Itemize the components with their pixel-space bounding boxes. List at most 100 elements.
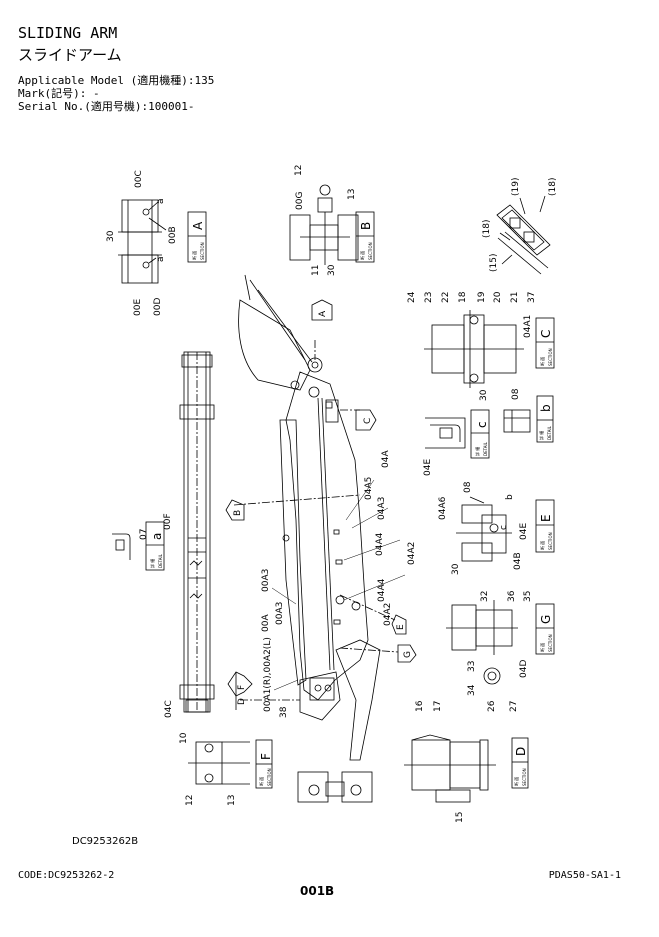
- section-tag-ja: 断 面: [191, 251, 197, 260]
- detail-b-view: [503, 395, 554, 443]
- detail-tag-ja: 詳 細: [538, 431, 544, 440]
- part-00A: 00A: [261, 614, 271, 632]
- arrow-letter-f: F: [237, 685, 247, 690]
- detail-letter-a: a: [150, 533, 164, 540]
- section-b-view: [289, 184, 375, 265]
- section-tag: SECTION: [368, 242, 373, 260]
- part-04A1: 04A1: [523, 315, 533, 338]
- arrow-letter-e: E: [396, 624, 406, 630]
- part-c: c: [499, 525, 509, 530]
- part-04E: 04E: [423, 459, 433, 476]
- part-37: 37: [527, 292, 537, 303]
- part-33: 33: [467, 661, 477, 672]
- part-a: a: [156, 256, 166, 262]
- part-04A3: 04A3: [377, 497, 387, 520]
- part-12: 12: [294, 165, 304, 176]
- part-34: 34: [467, 684, 477, 696]
- arrow-letter-b: B: [233, 510, 243, 516]
- part-18: (18): [548, 178, 558, 196]
- part-13: 13: [347, 189, 357, 200]
- section-tag-ja: 断 面: [513, 777, 519, 786]
- slide-pad-detail: [496, 195, 551, 275]
- section-a-view: [118, 199, 207, 284]
- detail-tag: DETAIL: [158, 553, 163, 568]
- section-tag: SECTION: [522, 768, 527, 786]
- part-04E: 04E: [519, 523, 529, 540]
- arm-side-view: [112, 351, 373, 803]
- section-tag: SECTION: [548, 348, 553, 366]
- part-16: 16: [415, 700, 425, 712]
- section-c-view: [424, 310, 555, 388]
- arrow-letter-c: C: [363, 418, 373, 424]
- view-letter-b: B: [359, 222, 373, 230]
- part-b: b: [505, 494, 515, 500]
- detail-letter-c: c: [475, 421, 489, 428]
- section-tag: SECTION: [267, 768, 272, 786]
- part-07: 07: [139, 529, 149, 540]
- part-04B: 04B: [513, 552, 523, 570]
- section-e-view: [456, 496, 555, 562]
- part-04A5: 04A5: [364, 477, 374, 500]
- section-tag-ja: 断 面: [539, 541, 545, 550]
- part-27: 27: [509, 701, 519, 712]
- detail-c-view: [425, 409, 490, 459]
- part-38: 38: [279, 706, 289, 718]
- part-00C: 00C: [134, 170, 144, 188]
- section-tag-ja: 断 面: [539, 643, 545, 652]
- view-arrows: [225, 299, 417, 710]
- part-11: 11: [311, 265, 321, 276]
- arrow-letter-g: G: [403, 651, 413, 658]
- reference-code: PDAS50-SA1-1: [548, 870, 621, 881]
- part-04A2: 04A2: [407, 542, 417, 565]
- part-00F: 00F: [163, 513, 173, 530]
- part-18: 18: [458, 291, 468, 303]
- part-04D: 04D: [519, 660, 529, 678]
- section-tag: SECTION: [200, 242, 205, 260]
- detail-tag: DETAIL: [547, 425, 552, 440]
- part-00G: 00G: [295, 192, 305, 210]
- view-letter-a: A: [191, 221, 205, 230]
- section-tag: SECTION: [548, 634, 553, 652]
- part-00A3: 00A3: [261, 569, 271, 592]
- part-30: 30: [479, 389, 489, 401]
- part-22: 22: [441, 292, 451, 303]
- part-20: 20: [493, 291, 503, 303]
- part-30: 30: [451, 563, 461, 575]
- section-tag-ja: 断 面: [258, 777, 264, 786]
- view-letter-d: D: [514, 747, 528, 756]
- part-08: 08: [511, 388, 521, 400]
- view-letter-c: C: [539, 330, 553, 338]
- part-00B: 00B: [168, 226, 178, 244]
- part-a: a: [156, 198, 166, 204]
- view-letter-g: G: [539, 615, 553, 624]
- part-19: (19): [511, 178, 521, 196]
- part-00A1-00A2: 00A1(R),00A2(L): [263, 637, 273, 712]
- part-30: 30: [106, 230, 116, 242]
- title-english: SLIDING ARM: [18, 24, 118, 42]
- section-tag: SECTION: [548, 532, 553, 550]
- part-04A4: 04A4: [375, 532, 385, 556]
- main-arm-assembly: [233, 274, 399, 761]
- section-d-view: [404, 734, 529, 803]
- detail-tag: DETAIL: [483, 441, 488, 456]
- section-tag-ja: 断 面: [359, 251, 365, 260]
- mark: Mark(記号): -: [18, 87, 100, 100]
- detail-tag-ja: 詳 細: [474, 447, 480, 456]
- part-23: 23: [424, 292, 434, 303]
- drawing-number: DC9253262B: [72, 836, 139, 847]
- part-10: 10: [179, 732, 189, 744]
- part-04C: 04C: [164, 700, 174, 718]
- part-32: 32: [480, 591, 490, 602]
- part-18: (18): [482, 220, 492, 238]
- applicable-model: Applicable Model (適用機種):135: [18, 74, 215, 87]
- view-letter-e: E: [539, 514, 553, 522]
- part-08: 08: [463, 481, 473, 493]
- part-00A3: 00A3: [275, 602, 285, 625]
- detail-tag-ja: 詳 細: [149, 559, 155, 568]
- part-12: 12: [185, 795, 195, 806]
- part-36: 36: [507, 590, 517, 602]
- part-04A4: 04A4: [377, 578, 387, 602]
- part-30: 30: [327, 264, 337, 276]
- part-26: 26: [487, 700, 497, 712]
- part-04A2: 04A2: [383, 603, 393, 626]
